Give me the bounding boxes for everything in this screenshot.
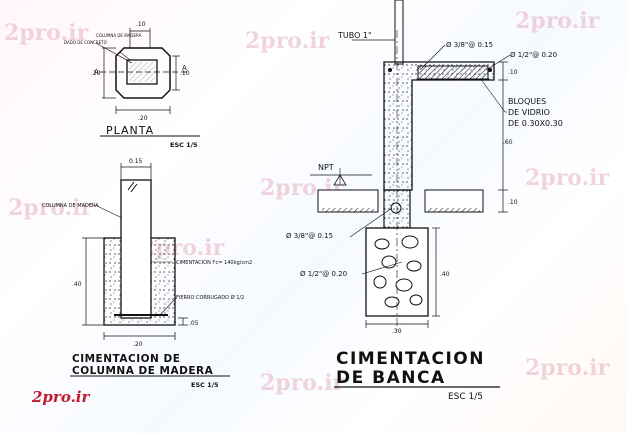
watermark-text: 2pro.ir: [8, 195, 93, 221]
banca-rebar-mid: Ø 3/8"@ 0.15: [286, 232, 333, 240]
planta-title: PLANTA: [106, 124, 154, 137]
banca-dim-top-slab: .10: [508, 69, 518, 76]
watermark-text: 2pro.ir: [260, 370, 345, 396]
banca-bloques-line2: DE VIDRIO: [508, 108, 550, 117]
watermark-text: 2pro.ir: [245, 28, 330, 54]
banca-dim-floor: .10: [508, 199, 518, 206]
columna-label-cimentacion: CIMENTACION f'c= 140kg/cm2: [176, 260, 252, 266]
banca-tubo: TUBO 1": [337, 31, 372, 40]
banca-drawing: [310, 0, 511, 388]
columna-dim-left: .40: [72, 281, 82, 288]
columna-dim-right: .05: [189, 320, 199, 327]
banca-rebar-top: Ø 3/8"@ 0.15: [446, 41, 493, 49]
section-mark-a-right: A: [182, 64, 187, 72]
planta-label-dado: DADO DE CONCRETO: [64, 40, 107, 45]
banca-bloques-line1: BLOQUES: [508, 97, 546, 106]
banca-dim-height: .60: [503, 139, 513, 146]
watermark-layer: 2pro.ir 2pro.ir 2pro.ir 2pro.ir 2pro.ir …: [4, 8, 610, 396]
planta-dim-top: .10: [136, 21, 146, 28]
columna-label-fierro: FIERRO CORRUGADO Ø 1/2: [176, 294, 244, 301]
section-mark-a-left: A: [94, 68, 99, 76]
watermark-text: 2pro.ir: [4, 20, 89, 46]
columna-scale: ESC 1/5: [191, 381, 219, 389]
banca-rebar-top2: Ø 1/2"@ 0.20: [510, 51, 557, 59]
columna-title-line2: COLUMNA DE MADERA: [72, 365, 214, 377]
planta-label-madera: COLUMNA DE MADERA: [96, 33, 142, 38]
columna-dim-bottom: .20: [133, 341, 143, 348]
columna-title-line1: CIMENTACION DE: [72, 353, 180, 365]
planta-scale: ESC 1/5: [170, 141, 198, 149]
banca-rebar-bottom: Ø 1/2"@ 0.20: [300, 270, 347, 278]
watermark-text: 2pro.ir: [515, 8, 600, 34]
columna-dim-top: 0.15: [129, 158, 143, 165]
watermark-text: 2pro.ir: [525, 355, 610, 381]
columna-label-columna: COLUMNA DE MADERA: [42, 203, 99, 209]
banca-title-line1: CIMENTACION: [336, 349, 485, 369]
planta-dim-right: .10: [180, 70, 190, 77]
planta-drawing: [95, 28, 200, 137]
banca-bloques-line3: DE 0.30X0.30: [508, 119, 563, 128]
planta-dim-bottom: .20: [138, 115, 148, 122]
logo-2pro: 2pro.ir: [31, 388, 90, 406]
banca-scale: ESC 1/5: [448, 392, 483, 402]
banca-dim-foot-h: .40: [440, 271, 450, 278]
watermark-text: 2pro.ir: [525, 165, 610, 191]
planta-dim-left: .20: [91, 70, 101, 77]
banca-title-line2: DE BANCA: [336, 368, 446, 388]
columna-drawing: [70, 163, 230, 377]
banca-npt: NPT: [318, 163, 334, 172]
banca-dim-foot-w: .30: [392, 328, 402, 335]
